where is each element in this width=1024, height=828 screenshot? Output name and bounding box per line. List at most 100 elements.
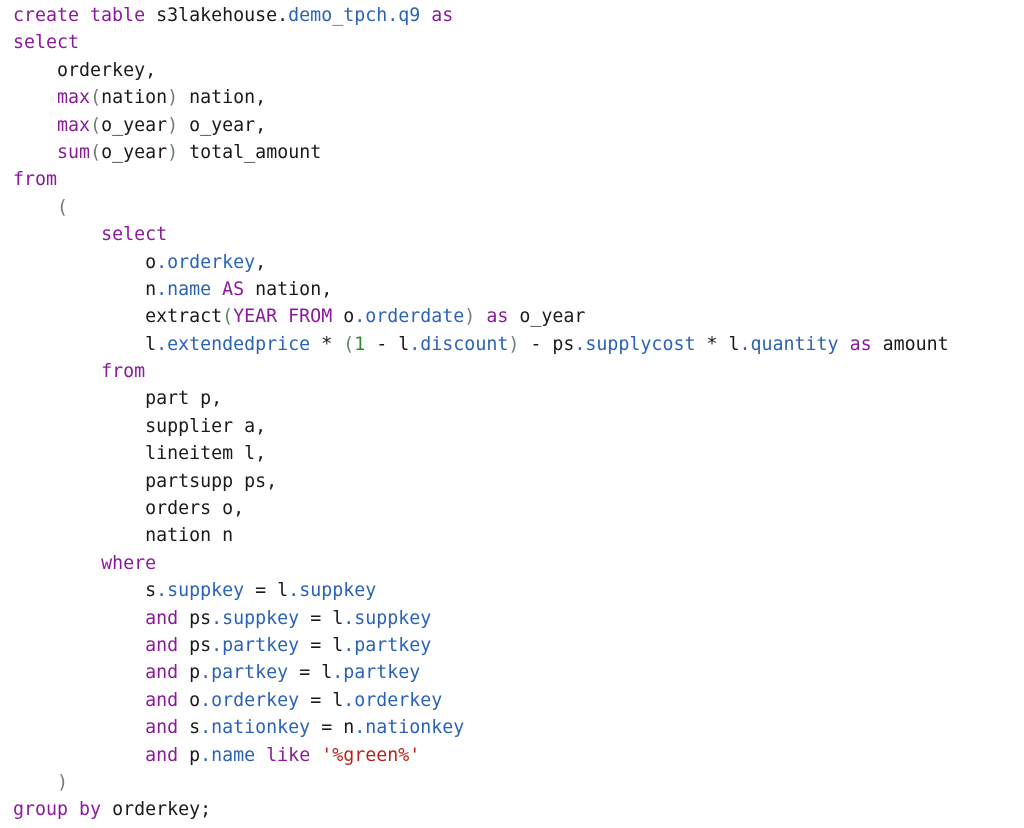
code-token: .orderkey xyxy=(200,689,300,711)
code-token xyxy=(13,87,57,108)
code-token: - ps xyxy=(519,333,575,355)
code-token: .supplycost xyxy=(574,333,696,355)
code-token xyxy=(13,388,145,409)
code-token: sum xyxy=(57,141,91,163)
code-token: ) xyxy=(167,87,179,109)
code-token: total_amount xyxy=(178,141,322,163)
code-token: orderkey, xyxy=(57,59,157,81)
code-token: 1 xyxy=(354,333,366,355)
code-token xyxy=(13,306,145,327)
code-line: supplier a, xyxy=(13,413,1024,440)
code-token: p xyxy=(178,744,201,766)
code-token: .partkey xyxy=(211,634,300,656)
code-token: YEAR FROM xyxy=(233,306,333,328)
code-token: .name xyxy=(200,744,256,766)
code-token: and xyxy=(145,662,179,684)
code-token: ) xyxy=(167,141,179,163)
code-token: o_year xyxy=(101,114,168,136)
code-token: ) xyxy=(464,306,476,328)
code-token: * xyxy=(310,333,344,355)
code-token xyxy=(13,416,145,437)
code-token xyxy=(310,745,321,766)
code-token: create table xyxy=(13,5,157,26)
code-line: ) xyxy=(13,769,1024,796)
code-token: and xyxy=(145,607,179,629)
code-token xyxy=(13,580,145,601)
code-token xyxy=(13,772,57,793)
code-token xyxy=(13,471,145,492)
code-token: partsupp ps, xyxy=(145,470,278,492)
code-token: lineitem l, xyxy=(145,443,267,465)
code-token: * l xyxy=(695,333,740,355)
code-token: o xyxy=(178,689,201,711)
code-token: p xyxy=(178,662,201,684)
code-token: , xyxy=(255,251,267,273)
code-token: .suppkey xyxy=(288,580,377,602)
code-token: ( xyxy=(222,306,234,328)
code-token xyxy=(13,334,145,355)
code-token: n xyxy=(145,278,157,300)
code-token: amount xyxy=(871,333,949,355)
code-token: max xyxy=(57,114,91,136)
code-token: demo_tpch xyxy=(288,5,388,26)
code-token: nation n xyxy=(145,525,234,547)
code-token: part p, xyxy=(145,388,223,410)
code-token: '%green%' xyxy=(321,744,421,766)
code-token: .partkey xyxy=(343,634,432,656)
code-token: ( xyxy=(90,114,102,136)
code-token xyxy=(839,334,850,355)
code-line: ( xyxy=(13,194,1024,221)
code-token: s3lakehouse. xyxy=(156,5,289,26)
code-token: ( xyxy=(343,333,355,355)
code-token: .extendedprice xyxy=(156,333,311,355)
code-token: l xyxy=(145,333,157,355)
code-token xyxy=(13,60,57,81)
code-token: select xyxy=(13,32,80,54)
code-token xyxy=(13,443,145,464)
code-token xyxy=(13,553,101,574)
code-line: orders o, xyxy=(13,495,1024,522)
code-token: ps xyxy=(178,607,212,629)
code-token: orderkey; xyxy=(101,799,212,821)
code-token: .quantity xyxy=(739,333,839,355)
code-token xyxy=(13,745,145,766)
code-token: = l xyxy=(288,662,333,684)
code-token: like xyxy=(266,744,311,766)
code-line: where xyxy=(13,550,1024,577)
code-line: from xyxy=(13,358,1024,385)
code-token: and xyxy=(145,689,179,711)
code-line: and s.nationkey = n.nationkey xyxy=(13,714,1024,741)
code-token xyxy=(13,115,57,136)
code-token: nation xyxy=(101,87,168,109)
code-line: sum(o_year) total_amount xyxy=(13,139,1024,166)
code-token: .discount xyxy=(409,333,509,355)
code-token xyxy=(475,306,486,327)
code-token: q9 xyxy=(398,5,421,26)
code-token: o_year xyxy=(508,306,586,328)
code-token xyxy=(13,717,145,738)
code-token xyxy=(211,279,222,300)
code-token xyxy=(13,498,145,519)
code-line: max(o_year) o_year, xyxy=(13,112,1024,139)
code-token: max xyxy=(57,87,91,109)
code-token xyxy=(13,224,101,245)
code-token: select xyxy=(101,224,168,246)
code-token: group by xyxy=(13,799,102,821)
code-token: .orderdate xyxy=(354,306,465,328)
code-token: as xyxy=(486,306,509,328)
code-token xyxy=(13,252,145,273)
code-token: .orderkey xyxy=(343,689,443,711)
code-line: l.extendedprice * (1 - l.discount) - ps.… xyxy=(13,331,1024,358)
code-token: = l xyxy=(299,607,344,629)
code-token: .partkey xyxy=(332,662,421,684)
code-token: as xyxy=(849,333,872,355)
code-token: = l xyxy=(299,689,344,711)
code-line: and p.partkey = l.partkey xyxy=(13,659,1024,686)
code-line: nation n xyxy=(13,522,1024,549)
code-token: and xyxy=(145,744,179,766)
code-token: .suppkey xyxy=(211,607,300,629)
code-token: .nationkey xyxy=(354,717,465,739)
code-token: nation, xyxy=(244,278,333,300)
code-line: part p, xyxy=(13,385,1024,412)
code-token: ps xyxy=(178,634,212,656)
